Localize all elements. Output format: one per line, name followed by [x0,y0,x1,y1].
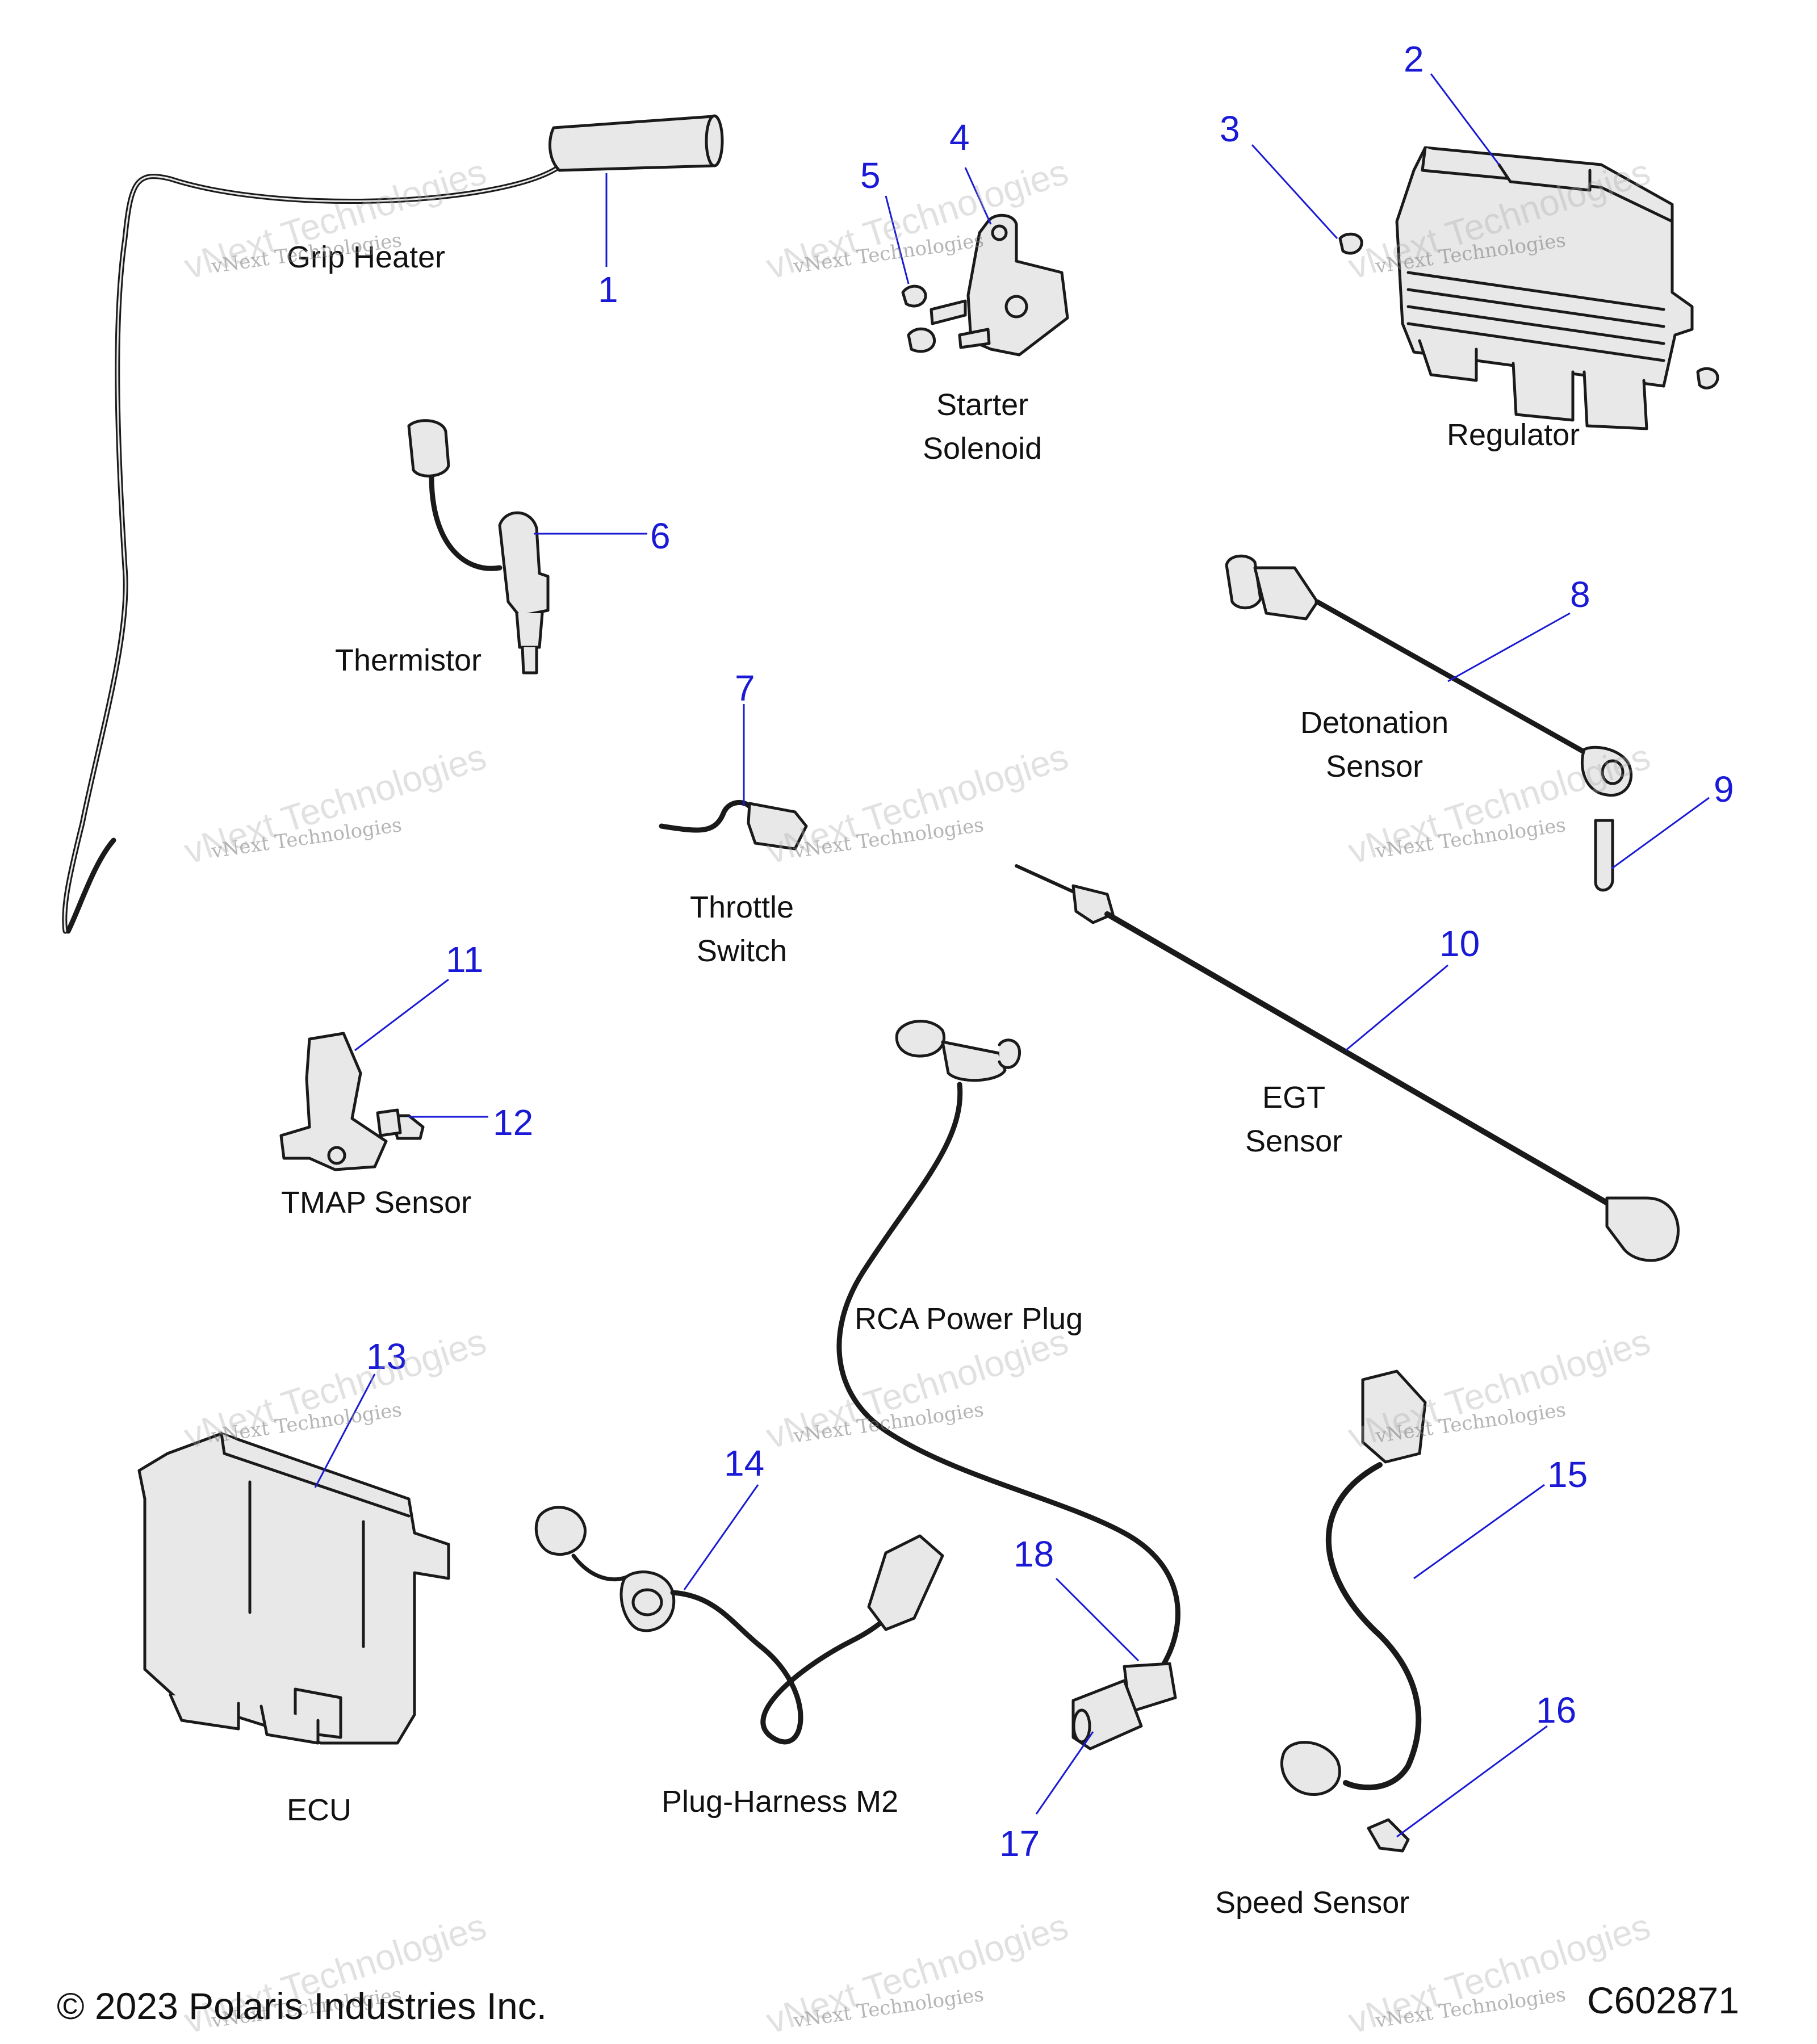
callout-7: 7 [735,668,755,709]
callout-leader-lines [314,73,1710,1838]
regulator-drawing [1338,146,1719,430]
callout-4: 4 [949,117,970,158]
throttle-switch-label-line2: Switch [697,933,788,968]
bolt-9-drawing [1594,819,1614,892]
callout-16: 16 [1536,1690,1577,1731]
callout-8: 8 [1570,574,1590,615]
callout-12: 12 [493,1102,534,1143]
starter-solenoid-drawing [901,213,1069,357]
egt-sensor-label-line1: EGT [1262,1080,1326,1115]
tmap-sensor-drawing [279,1032,425,1171]
bolt-12-drawing [376,1108,402,1137]
grip-heater-drawing [62,114,724,934]
grip-heater-label: Grip Heater [287,240,446,274]
throttle-switch-label: Throttle Switch [690,886,794,973]
regulator-label: Regulator [1447,418,1580,452]
egt-sensor-label: EGT Sensor [1245,1076,1342,1163]
egt-sensor-label-line2: Sensor [1245,1124,1343,1158]
callout-14: 14 [724,1443,765,1484]
tmap-sensor-label: TMAP Sensor [281,1186,472,1220]
egt-sensor-drawing [1015,864,1680,1262]
ecu-drawing [137,1432,450,1745]
detonation-sensor-label: Detonation Sensor [1300,701,1448,788]
callout-2: 2 [1404,39,1424,79]
callout-10: 10 [1439,923,1480,964]
figure-id: C602871 [1587,1979,1739,2021]
plug-harness-drawing [534,1506,944,1745]
callout-5: 5 [860,155,881,196]
callout-15: 15 [1547,1454,1588,1495]
starter-solenoid-label-line1: Starter [936,388,1029,422]
callout-13: 13 [366,1336,407,1377]
thermistor-label: Thermistor [335,643,482,677]
ecu-label: ECU [287,1793,352,1827]
callout-6: 6 [650,516,671,556]
copyright-notice: © 2023 Polaris Industries Inc. [57,1985,547,2027]
thermistor-drawing [407,419,550,675]
rca-power-plug-drawing [836,1020,1180,1666]
rca-power-plug-label: RCA Power Plug [855,1302,1083,1336]
callout-1: 1 [598,269,618,310]
starter-solenoid-label-line2: Solenoid [923,431,1043,466]
throttle-switch-label-line1: Throttle [690,890,794,924]
callout-11: 11 [446,939,484,980]
starter-solenoid-label: Starter Solenoid [923,383,1042,470]
connector-17-18-drawing [1071,1662,1177,1750]
detonation-sensor-label-line1: Detonation [1300,706,1449,740]
callout-3: 3 [1220,108,1240,149]
callout-9: 9 [1714,769,1734,810]
callout-17: 17 [999,1823,1040,1864]
callout-18: 18 [1014,1534,1054,1574]
speed-sensor-label: Speed Sensor [1215,1886,1410,1920]
detonation-sensor-label-line2: Sensor [1326,749,1424,784]
speed-sensor-drawing [1280,1369,1427,1853]
throttle-switch-drawing [659,799,808,851]
plug-harness-label: Plug-Harness M2 [662,1785,899,1819]
